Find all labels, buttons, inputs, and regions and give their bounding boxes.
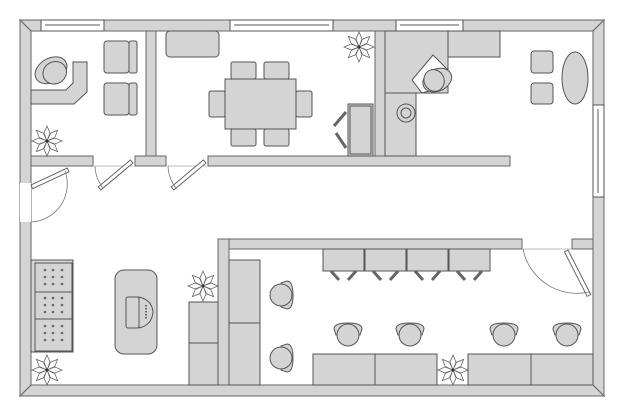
office-chair (333, 322, 363, 347)
plant-icon (187, 270, 219, 302)
entrance-opening (20, 183, 31, 222)
plant-icon (31, 354, 63, 386)
desk (374, 353, 438, 386)
counter-chair (321, 247, 366, 282)
office-top-left (30, 40, 138, 157)
l-shaped-desk (30, 61, 88, 105)
bottom-wall (18, 384, 606, 397)
windows (20, 19, 605, 222)
door-office-2[interactable] (167, 159, 207, 191)
chair (208, 90, 226, 118)
sideboard (165, 30, 220, 58)
office-chair (489, 322, 519, 347)
office-chair (34, 56, 68, 85)
office-chair (422, 67, 453, 93)
wall-lower-room-left (217, 238, 230, 386)
counter-chair (363, 247, 408, 282)
conference-table (224, 78, 297, 130)
wall-reception-divider (374, 30, 386, 157)
door-office-1[interactable] (94, 159, 134, 191)
counter-chair (447, 247, 492, 282)
chair (295, 90, 313, 118)
right-wall (592, 18, 605, 398)
filing-cabinet (447, 30, 501, 58)
plant-icon (343, 31, 375, 63)
cabinet (188, 301, 219, 344)
chair (269, 280, 294, 310)
lobby (30, 259, 219, 386)
chair (230, 128, 257, 147)
plant-icon (437, 354, 469, 386)
outer-walls (18, 18, 606, 398)
wall-lower-room-top (228, 238, 523, 250)
chair (530, 50, 554, 74)
desk (467, 353, 532, 386)
plant-icon (31, 125, 63, 157)
office-chair (552, 322, 582, 347)
chair (269, 343, 294, 373)
cabinet (228, 322, 261, 386)
doors (30, 159, 592, 298)
oval-table (561, 51, 589, 105)
cabinet (228, 259, 261, 324)
cabinet (188, 342, 219, 386)
printer-icon (125, 296, 154, 329)
desk (530, 353, 594, 386)
office-chair (395, 322, 425, 347)
wall-office-divider (145, 30, 157, 157)
door-lower-room[interactable] (522, 248, 592, 298)
chair (263, 128, 290, 147)
chair (530, 82, 554, 105)
armchair (103, 40, 138, 74)
door-entrance[interactable] (30, 167, 70, 223)
reception-area (384, 30, 589, 157)
reception-cabinet (384, 92, 417, 157)
counter-chair (405, 247, 450, 282)
desk (312, 353, 376, 386)
interior-walls (30, 30, 594, 386)
armchair (103, 82, 138, 116)
chair (263, 61, 290, 80)
conference-room (165, 30, 375, 157)
chair (230, 61, 257, 80)
open-office (228, 247, 594, 386)
